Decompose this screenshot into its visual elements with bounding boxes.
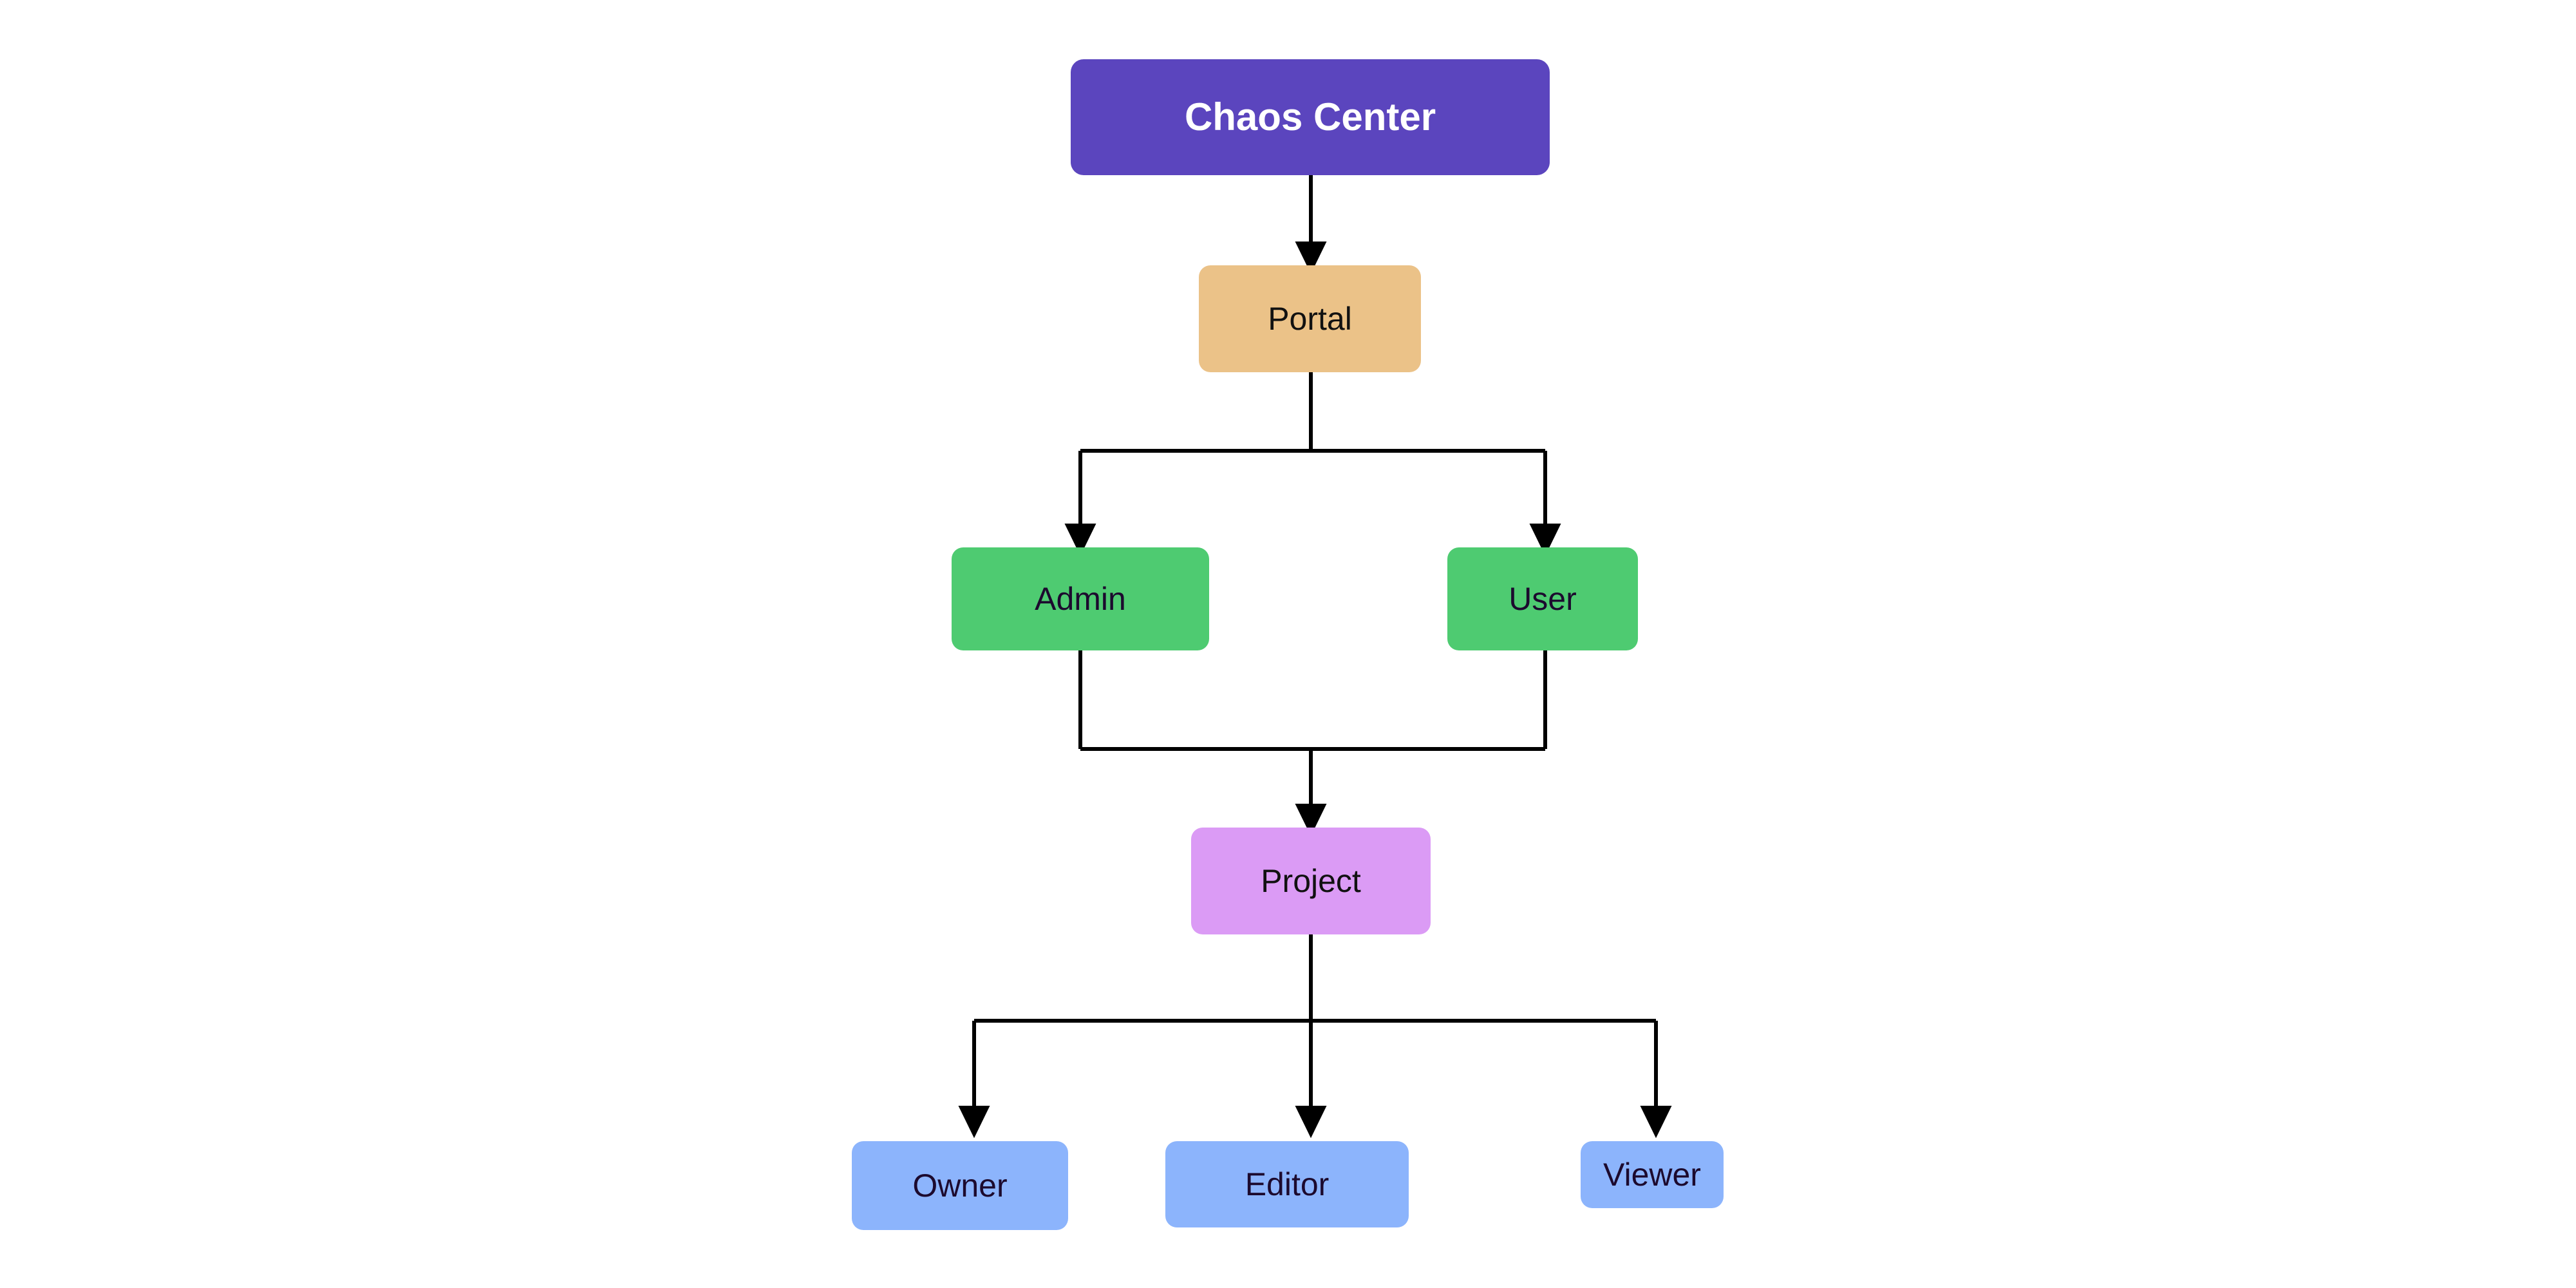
node-project[interactable]: Project bbox=[1191, 828, 1431, 934]
node-editor[interactable]: Editor bbox=[1165, 1141, 1409, 1227]
node-user[interactable]: User bbox=[1447, 547, 1638, 650]
node-portal[interactable]: Portal bbox=[1199, 265, 1421, 372]
node-owner-label: Owner bbox=[912, 1167, 1008, 1204]
node-editor-label: Editor bbox=[1245, 1166, 1330, 1202]
node-portal-label: Portal bbox=[1268, 300, 1352, 337]
node-user-label: User bbox=[1509, 580, 1577, 617]
node-chaos-center[interactable]: Chaos Center bbox=[1071, 59, 1550, 175]
node-admin-label: Admin bbox=[1035, 580, 1126, 617]
node-chaos-center-label: Chaos Center bbox=[1184, 95, 1436, 138]
node-viewer-label: Viewer bbox=[1603, 1156, 1701, 1193]
node-viewer[interactable]: Viewer bbox=[1581, 1141, 1724, 1208]
node-owner[interactable]: Owner bbox=[852, 1141, 1068, 1230]
node-project-label: Project bbox=[1261, 862, 1361, 899]
node-admin[interactable]: Admin bbox=[952, 547, 1209, 650]
